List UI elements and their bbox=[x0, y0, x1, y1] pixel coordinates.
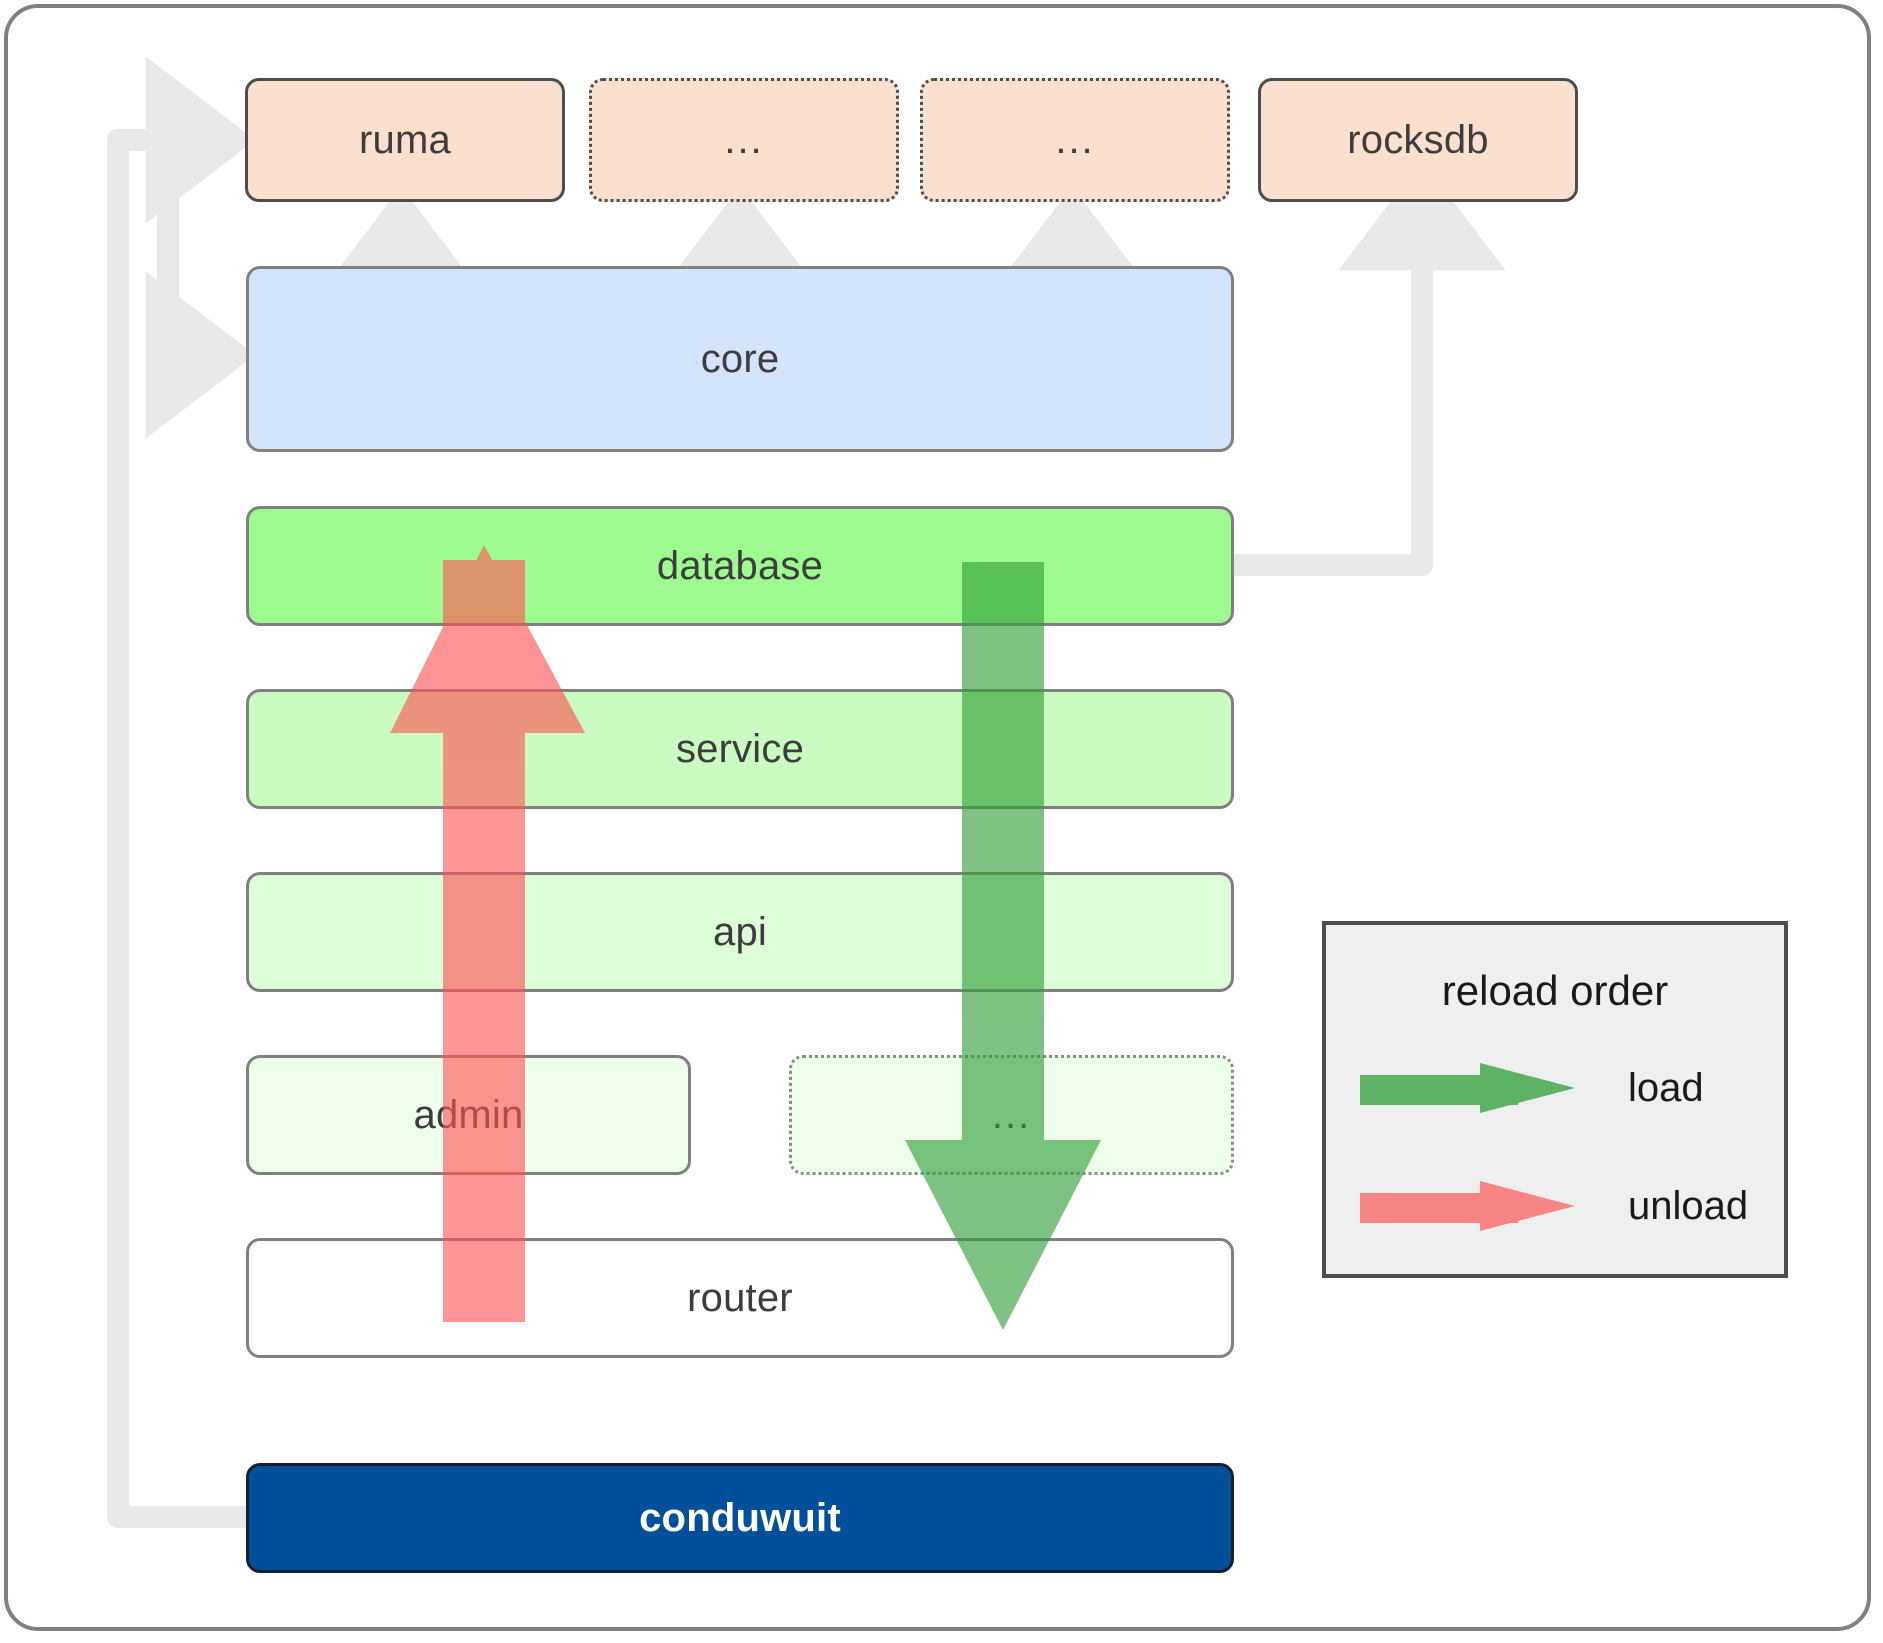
layer-label-split-placeholder: ... bbox=[991, 1093, 1032, 1137]
layer-box-database[interactable]: database bbox=[246, 506, 1234, 626]
legend-label-unload: unload bbox=[1628, 1183, 1749, 1228]
layer-label-core: core bbox=[700, 336, 780, 381]
layer-box-api[interactable]: api bbox=[246, 872, 1234, 992]
legend-label-load: load bbox=[1628, 1065, 1704, 1110]
layer-box-core[interactable]: core bbox=[246, 266, 1234, 452]
dependency-label-ruma: ruma bbox=[359, 117, 451, 162]
legend-row-unload: unload bbox=[1326, 1171, 1784, 1241]
legend-panel: reload order load bbox=[1322, 921, 1788, 1278]
layer-box-admin[interactable]: admin bbox=[246, 1055, 691, 1175]
diagram-frame bbox=[4, 4, 1871, 1631]
dependency-label-placeholder-1: ... bbox=[724, 118, 764, 162]
layer-label-api: api bbox=[713, 909, 767, 954]
legend-row-load: load bbox=[1326, 1053, 1784, 1123]
dependency-label-placeholder-2: ... bbox=[1055, 118, 1095, 162]
layer-box-split-placeholder[interactable]: ... bbox=[789, 1055, 1234, 1175]
dependency-label-rocksdb: rocksdb bbox=[1347, 117, 1489, 162]
binary-label-conduwuit: conduwuit bbox=[639, 1495, 841, 1540]
legend-unload-arrow-icon bbox=[1360, 1171, 1610, 1241]
legend-title: reload order bbox=[1441, 967, 1669, 1014]
layer-box-router[interactable]: router bbox=[246, 1238, 1234, 1358]
dependency-box-ruma[interactable]: ruma bbox=[245, 78, 565, 202]
layer-label-router: router bbox=[687, 1275, 793, 1320]
layer-label-database: database bbox=[656, 543, 824, 588]
binary-box-conduwuit[interactable]: conduwuit bbox=[246, 1463, 1234, 1573]
layer-label-service: service bbox=[675, 726, 805, 771]
layer-label-admin: admin bbox=[413, 1092, 524, 1137]
legend-load-arrow-icon bbox=[1360, 1053, 1610, 1123]
layer-box-service[interactable]: service bbox=[246, 689, 1234, 809]
dependency-box-rocksdb[interactable]: rocksdb bbox=[1258, 78, 1578, 202]
dependency-box-placeholder-1[interactable]: ... bbox=[589, 78, 899, 202]
dependency-box-placeholder-2[interactable]: ... bbox=[920, 78, 1230, 202]
